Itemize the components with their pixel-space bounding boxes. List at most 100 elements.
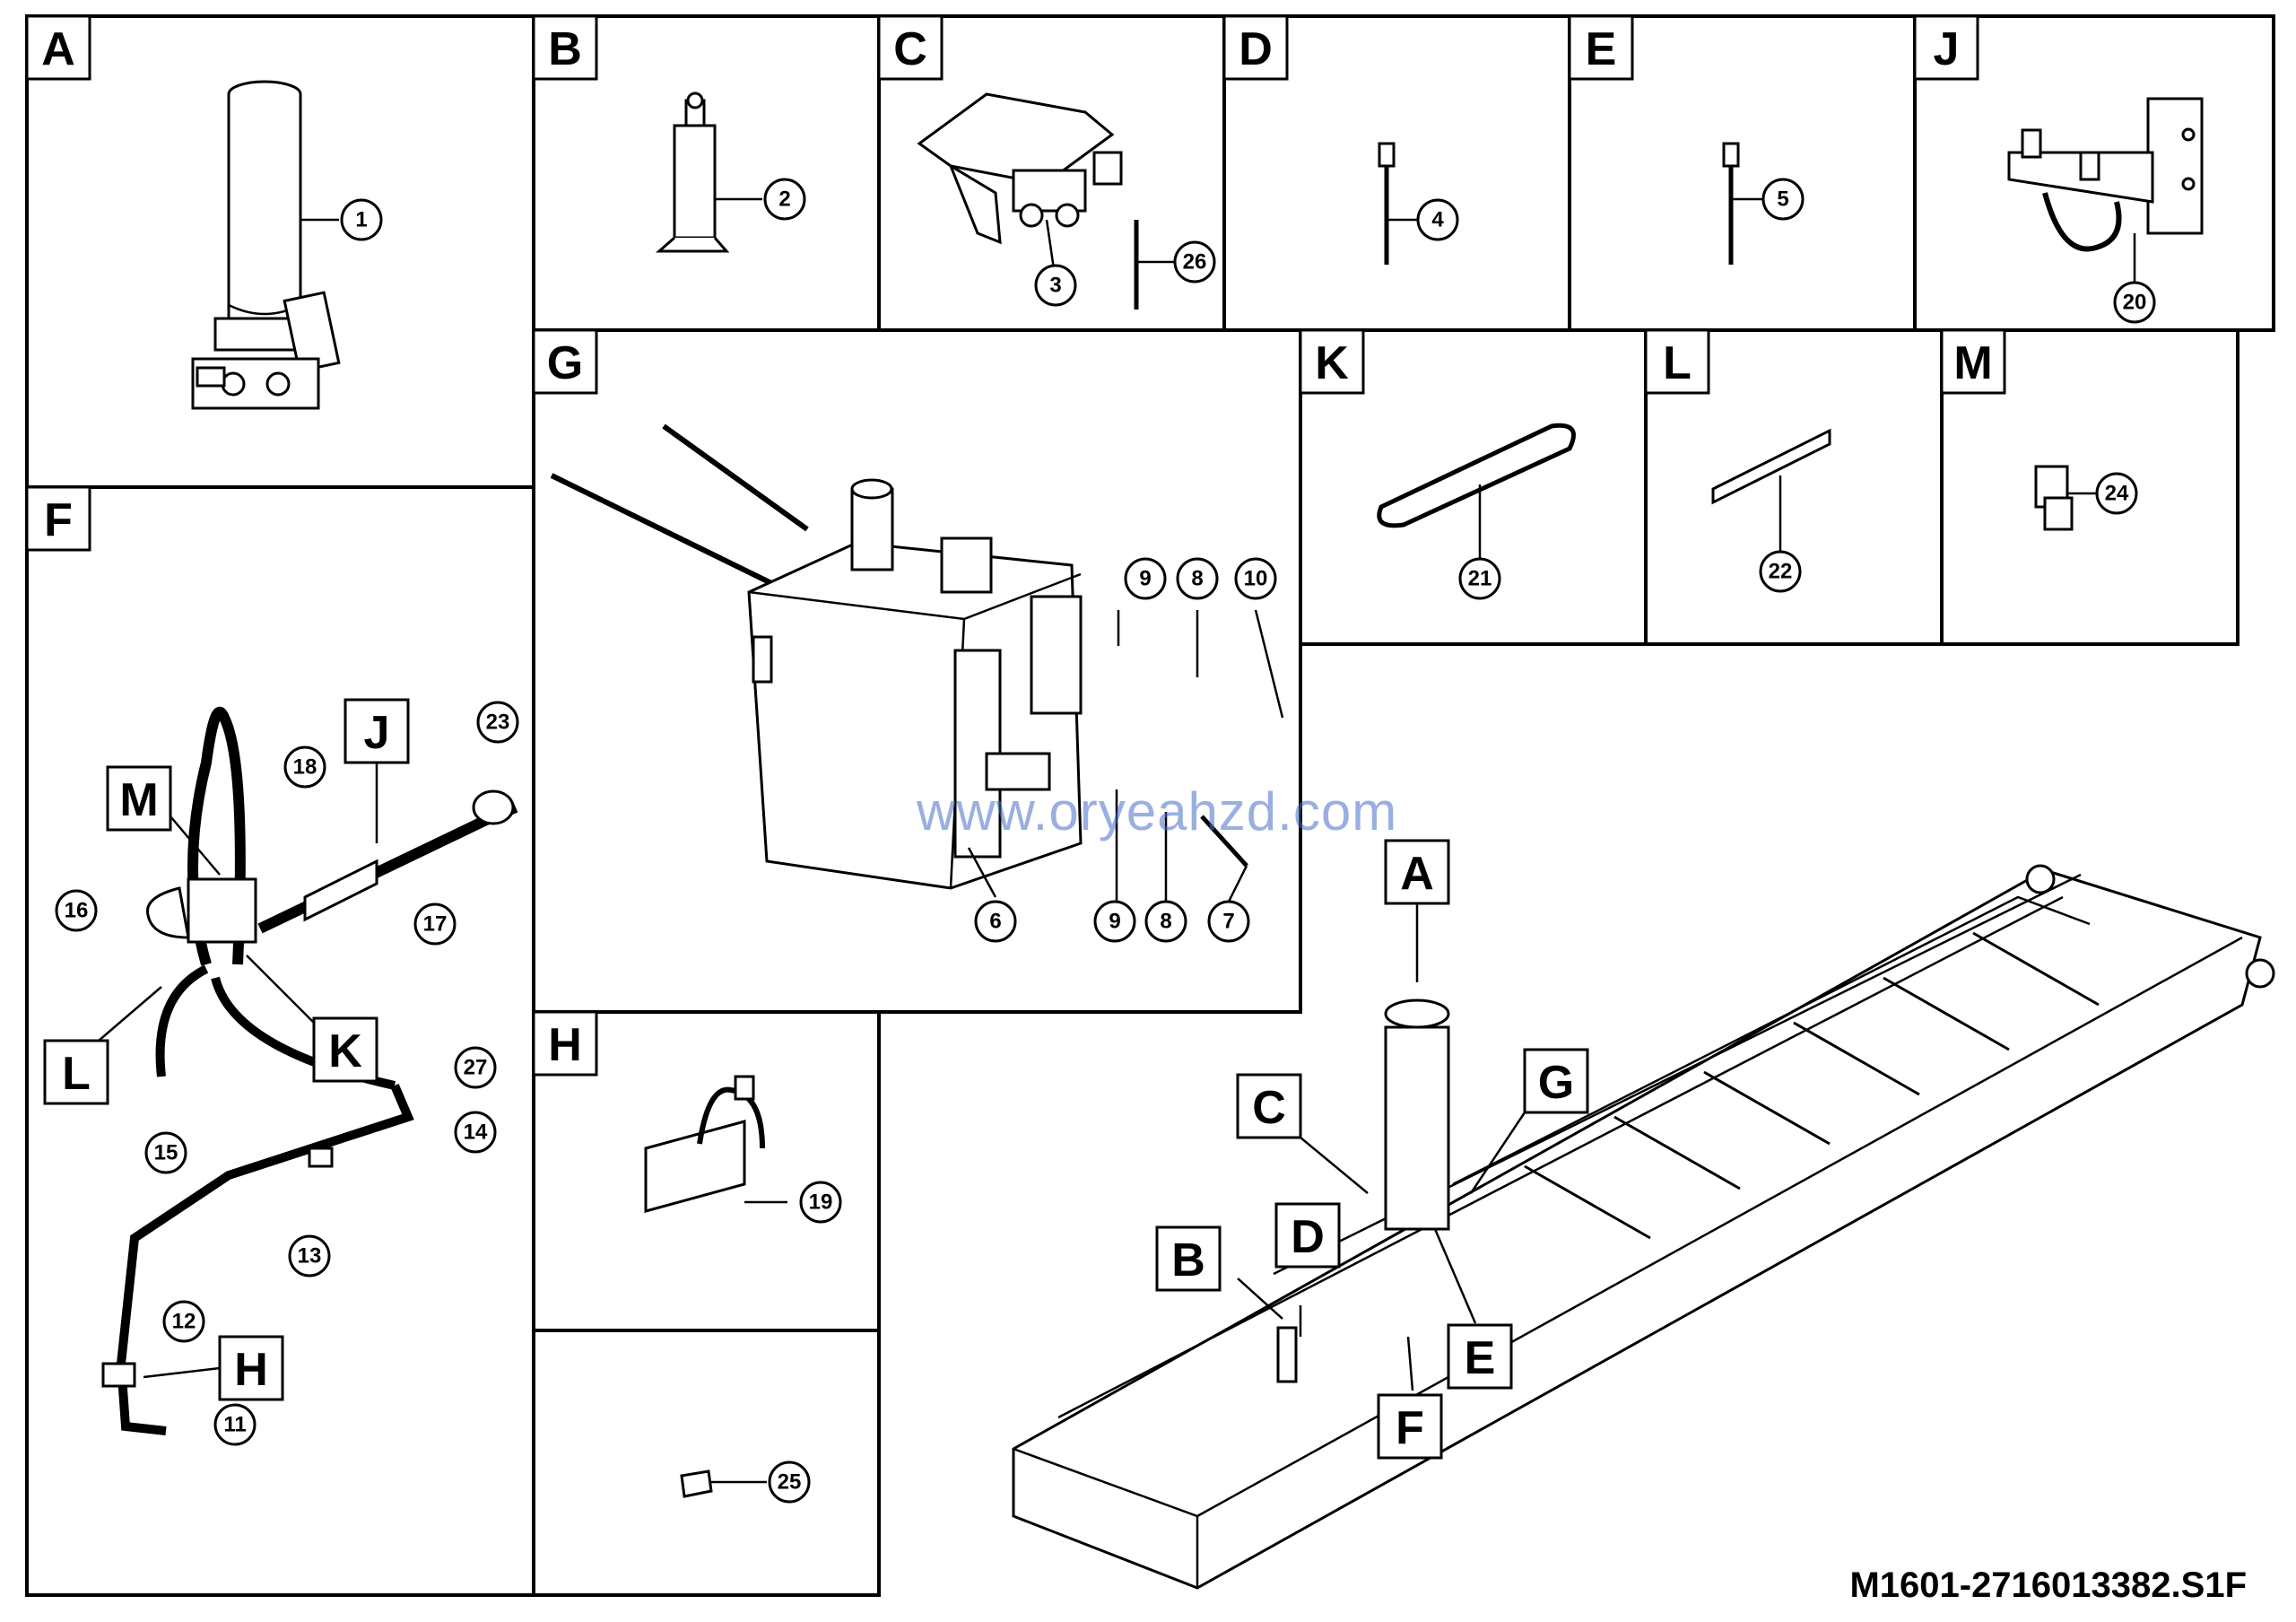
svg-text:9: 9 [1109, 910, 1120, 934]
callout-17: 17 [413, 903, 457, 946]
panel-label-J: J [1913, 14, 1979, 81]
svg-text:10: 10 [1244, 567, 1268, 591]
svg-text:13: 13 [298, 1244, 322, 1269]
callouts: 1 2 3 26 4 5 20 9 8 10 6 9 8 7 21 22 24 … [55, 178, 2156, 1504]
panel-letter-m: M [1953, 337, 1992, 389]
svg-text:K: K [328, 1025, 362, 1077]
callout-15: 15 [144, 1131, 187, 1174]
svg-text:C: C [1252, 1082, 1286, 1134]
panel-g-drawing [550, 423, 1284, 903]
panel-j-drawing [2007, 97, 2204, 283]
pointer-K: K [246, 955, 378, 1083]
panel-k-drawing [1377, 423, 1576, 561]
chassis-drawing [1012, 864, 2275, 1590]
svg-text:8: 8 [1160, 910, 1171, 934]
panel-a-drawing [191, 80, 341, 410]
callout-7: 7 [1207, 900, 1250, 943]
panel-l-drawing [1711, 428, 1831, 561]
callout-25: 25 [768, 1461, 811, 1504]
svg-text:2: 2 [778, 187, 790, 212]
pointer-M: M [106, 765, 221, 876]
chassis-pointer-B: B [1155, 1225, 1222, 1292]
callout-4: 4 [1416, 198, 1459, 241]
svg-text:7: 7 [1222, 910, 1234, 934]
document-code: M1601-2716013382.S1F [1849, 1565, 2247, 1605]
svg-text:M: M [119, 774, 158, 826]
panel-letter-e: E [1586, 23, 1617, 75]
callout-22: 22 [1759, 550, 1802, 593]
svg-text:19: 19 [809, 1190, 833, 1215]
callout-13: 13 [288, 1234, 331, 1278]
svg-text:14: 14 [464, 1121, 488, 1145]
panel-letter-h: H [548, 1019, 582, 1071]
panel-label-H: H [532, 1010, 598, 1077]
callout-8-bottom: 8 [1144, 900, 1187, 943]
callout-18: 18 [283, 746, 326, 789]
callout-12: 12 [162, 1300, 205, 1343]
panel-label-K: K [1299, 328, 1365, 395]
callout-5: 5 [1761, 178, 1805, 221]
chassis-pointers: A C G B D E F [1155, 839, 1589, 1460]
callout-16: 16 [55, 889, 98, 932]
panel-letter-j: J [1934, 23, 1960, 75]
callout-19: 19 [799, 1181, 842, 1224]
svg-text:6: 6 [989, 910, 1001, 934]
watermark: www.oryeahzd.com [917, 781, 1398, 842]
callout-20: 20 [2113, 281, 2156, 324]
pointer-H: H [143, 1335, 284, 1401]
panel-d-drawing [1378, 142, 1419, 265]
svg-text:4: 4 [1431, 208, 1444, 232]
pointer-J: J [344, 698, 410, 843]
svg-text:11: 11 [223, 1413, 246, 1437]
panel-h-drawing [644, 1075, 787, 1498]
panel-label-D: D [1222, 14, 1289, 81]
pointer-L: L [43, 986, 162, 1105]
svg-text:3: 3 [1049, 274, 1061, 298]
svg-text:8: 8 [1191, 567, 1203, 591]
svg-text:24: 24 [2105, 482, 2129, 506]
callout-10: 10 [1234, 557, 1277, 600]
svg-text:26: 26 [1183, 250, 1207, 275]
svg-text:5: 5 [1777, 187, 1788, 212]
panel-letter-b: B [548, 23, 582, 75]
panel-label-M: M [1940, 328, 2006, 395]
svg-text:G: G [1538, 1057, 1574, 1109]
svg-text:15: 15 [154, 1141, 178, 1165]
svg-text:9: 9 [1139, 567, 1151, 591]
svg-text:1: 1 [355, 208, 367, 232]
panel-letter-f: F [44, 494, 73, 546]
svg-text:22: 22 [1769, 560, 1793, 584]
callout-27: 27 [454, 1046, 497, 1089]
callout-9-bottom: 9 [1093, 900, 1136, 943]
panel-label-C: C [877, 14, 944, 81]
callout-2: 2 [763, 178, 806, 221]
chassis-pointer-D: D [1274, 1202, 1341, 1269]
panel-letter-c: C [893, 23, 927, 75]
svg-text:23: 23 [486, 711, 510, 735]
callout-3: 3 [1034, 264, 1077, 307]
svg-text:L: L [62, 1048, 91, 1100]
callout-14: 14 [454, 1111, 497, 1154]
svg-text:F: F [1396, 1402, 1424, 1454]
panel-label-L: L [1644, 328, 1710, 395]
panel-letter-l: L [1663, 337, 1692, 389]
chassis-pointer-F: F [1377, 1393, 1443, 1460]
callout-21: 21 [1458, 557, 1501, 600]
svg-text:H: H [234, 1344, 268, 1396]
svg-text:B: B [1171, 1234, 1205, 1286]
callout-11: 11 [213, 1403, 257, 1446]
callout-8-top: 8 [1176, 557, 1219, 600]
panel-letter-k: K [1315, 337, 1349, 389]
chassis-pointer-E: E [1447, 1323, 1513, 1390]
panel-letter-boxes: A B C D E J G K L M F H [25, 14, 2006, 1077]
panel-label-E: E [1568, 14, 1634, 81]
svg-text:A: A [1400, 848, 1434, 900]
panel-c-drawing [917, 92, 1175, 310]
svg-text:21: 21 [1468, 567, 1492, 591]
panel-b-drawing [656, 92, 762, 253]
svg-text:27: 27 [464, 1056, 488, 1080]
callout-26: 26 [1173, 240, 1216, 283]
svg-text:25: 25 [778, 1470, 802, 1495]
callout-6: 6 [974, 900, 1017, 943]
